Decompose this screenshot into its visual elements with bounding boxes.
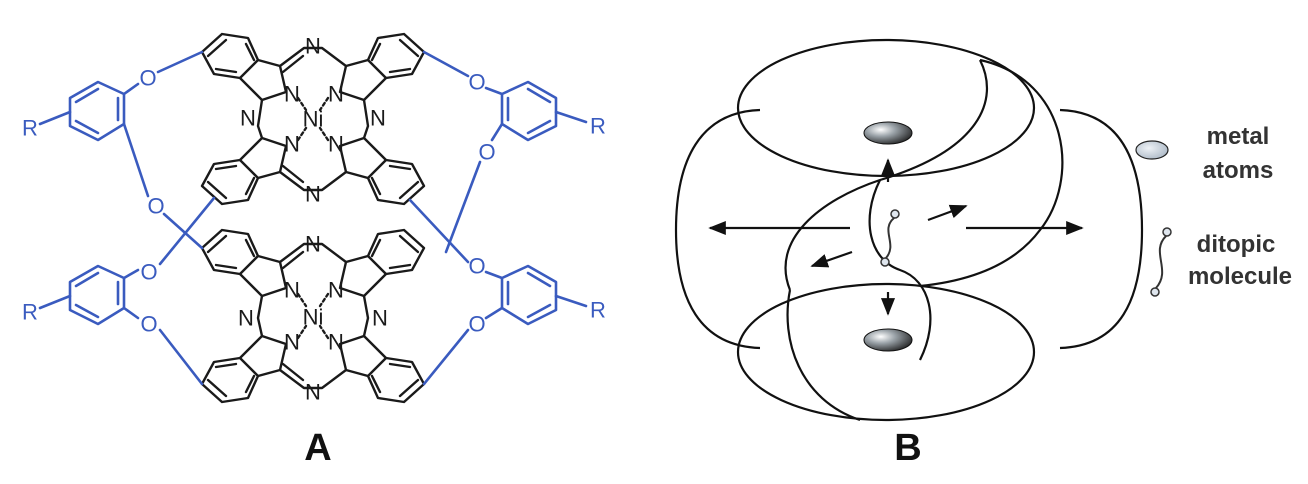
lower-phthalocyanine: N N N N N Ni N N N [200,228,426,405]
atom-n-label: N [328,278,344,303]
atom-o-label: O [468,70,485,95]
metal-legend-icon [1135,140,1169,160]
panel-b-label: B [894,427,921,469]
arrow-down-left [810,250,853,268]
atom-n-label: N [305,34,321,59]
panel-b-schematic: metal atoms ditopic molecule B [674,38,1292,469]
metal-atom-top [863,121,913,145]
twist-curve-right [919,58,1064,288]
ditopic-molecule-center [880,209,900,267]
substituent-r-label: R [590,114,606,139]
bottom-ellipse [736,282,1036,422]
atom-ni-label: Ni [303,107,324,132]
ditopic-legend-icon [1150,227,1172,297]
atom-o-label: O [139,66,156,91]
atom-o-label: O [140,260,157,285]
legend-metal-line1: metal [1207,123,1270,150]
atom-n-label: N [284,278,300,303]
upper-phthalocyanine: N N N N N Ni N N N [200,32,426,207]
legend-metal-line2: atoms [1203,157,1274,184]
atom-n-label: N [370,106,386,131]
atom-o-label: O [478,140,495,165]
atom-o-label: O [140,312,157,337]
atom-n-label: N [305,232,321,257]
top-ellipse [736,38,1036,178]
atom-n-label: N [284,82,300,107]
atom-n-label: N [328,82,344,107]
atom-o-label: O [468,312,485,337]
atom-n-label: N [328,330,344,355]
substituent-r-label: R [22,300,38,325]
right-lobe-outline [1059,108,1144,350]
atom-n-label: N [305,380,321,405]
atom-n-label: N [240,106,256,131]
catechol-linkers: O O O O O O O O R R R R [22,50,606,386]
atom-o-label: O [147,194,164,219]
atom-n-label: N [238,306,254,331]
legend: metal atoms ditopic molecule [1135,123,1292,297]
atom-o-label: O [468,254,485,279]
metal-atom-bottom [863,328,913,352]
panel-a-label: A [304,427,331,469]
arrow-up-right [927,204,968,222]
atom-ni-label: Ni [303,305,324,330]
atom-n-label: N [372,306,388,331]
twist-curve-center [868,179,932,361]
atom-n-label: N [284,330,300,355]
left-lobe-outline [674,108,761,350]
twist-curve-front [784,59,988,291]
legend-ditopic-line2: molecule [1188,263,1292,290]
atom-n-label: N [328,132,344,157]
substituent-r-label: R [590,298,606,323]
legend-ditopic-line1: ditopic [1197,231,1276,258]
atom-n-label: N [305,182,321,207]
atom-n-label: N [284,132,300,157]
substituent-r-label: R [22,116,38,141]
panel-a-structure: N N N N N Ni N N N [22,32,606,469]
twist-curve-lower [786,289,861,422]
